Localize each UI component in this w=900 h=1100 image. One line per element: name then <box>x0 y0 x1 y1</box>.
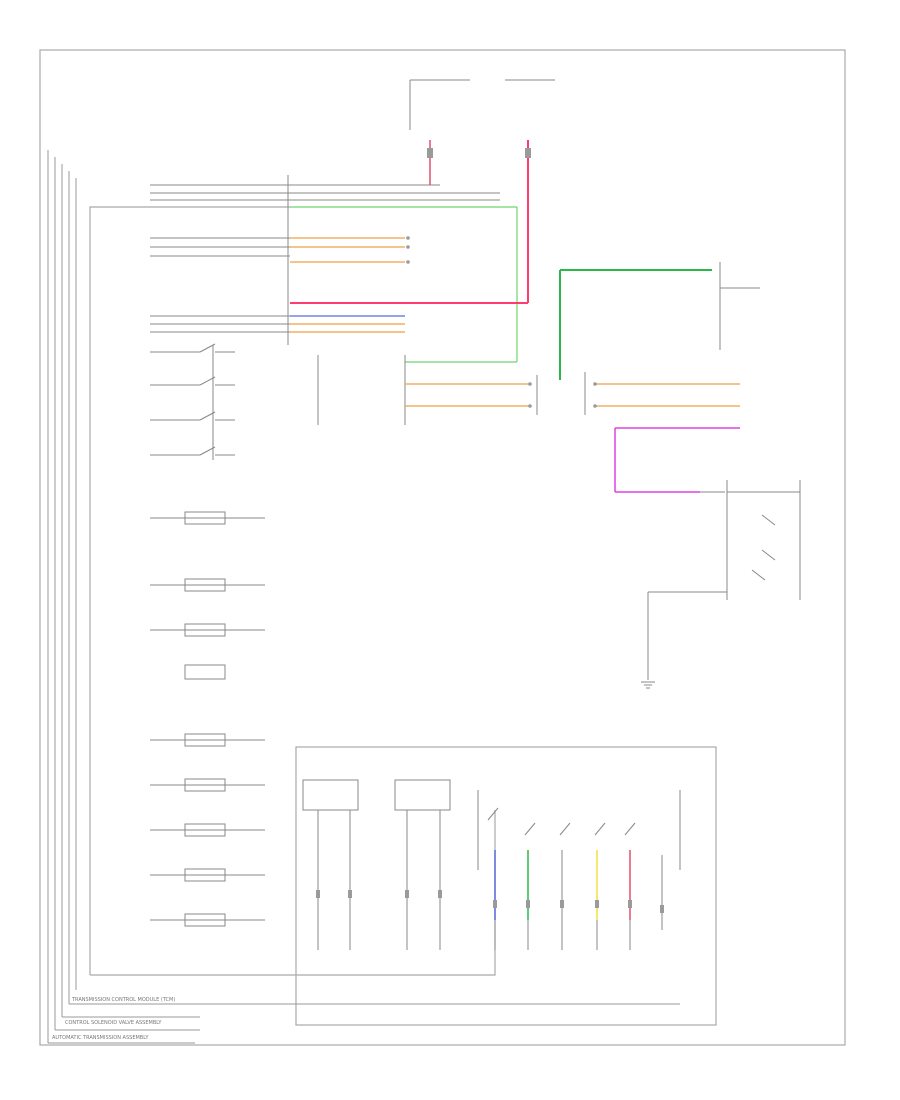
solenoid-icon <box>150 623 265 637</box>
range-switches <box>150 343 235 460</box>
footer-label-solenoid-valve: CONTROL SOLENOID VALVE ASSEMBLY <box>65 1020 162 1026</box>
internal-mode-switch <box>302 779 681 950</box>
module-outlines <box>47 150 717 1044</box>
solenoid-icon <box>150 913 265 927</box>
cluster-wires <box>584 372 740 415</box>
solenoid-icon <box>150 868 265 882</box>
switch-icon <box>150 343 235 353</box>
solenoid-icon <box>150 778 265 792</box>
connector-icon <box>316 890 664 913</box>
ground-icon <box>641 681 655 689</box>
fuse-icon <box>427 148 531 158</box>
solenoid-icon <box>184 664 226 680</box>
switch-icon <box>150 446 235 456</box>
data-link-wires <box>150 175 405 345</box>
diagram-frame <box>39 49 846 1046</box>
footer-label-transmission: AUTOMATIC TRANSMISSION ASSEMBLY <box>52 1035 149 1041</box>
footer-label-tcm: TRANSMISSION CONTROL MODULE (TCM) <box>71 997 175 1003</box>
solenoid-icon <box>150 733 265 747</box>
solenoid-column <box>150 511 265 927</box>
solenoid-icon <box>150 578 265 592</box>
top-signal-wires <box>150 184 518 363</box>
shift-position-wires <box>150 236 410 264</box>
shift-lock-wire <box>614 427 740 493</box>
shift-position-switch <box>647 480 801 680</box>
switch-icon <box>150 376 235 386</box>
power-wires <box>290 79 555 304</box>
solenoid-icon <box>150 511 265 525</box>
switch-icon <box>150 411 235 421</box>
ecm-block <box>317 355 538 425</box>
solenoid-icon <box>150 823 265 837</box>
